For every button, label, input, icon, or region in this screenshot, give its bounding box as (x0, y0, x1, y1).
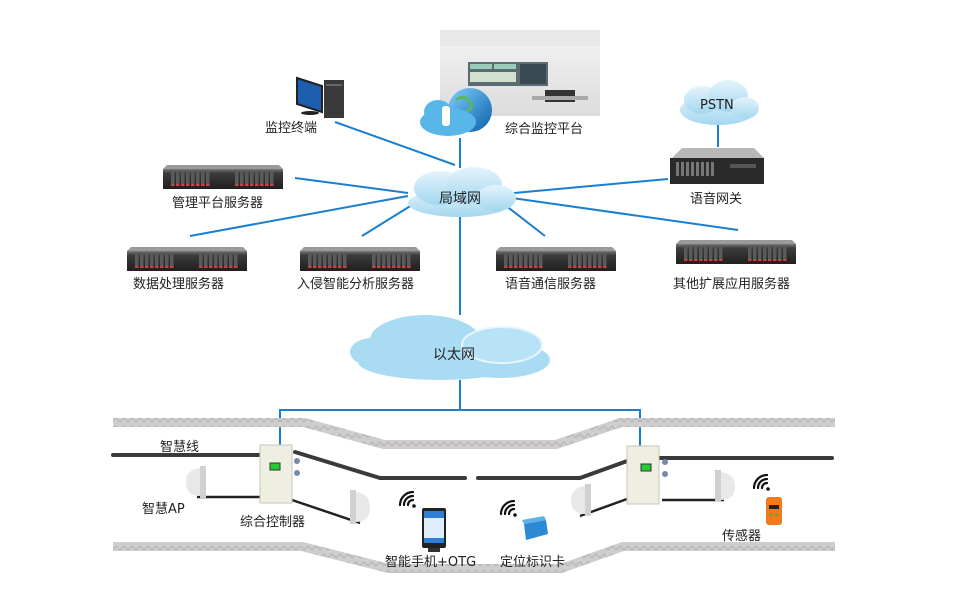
monitor-terminal-icon[interactable] (296, 76, 344, 118)
ap-cables (197, 495, 724, 525)
smartphone-otg-icon[interactable] (422, 508, 446, 552)
tunnel-top-wall (113, 418, 835, 449)
sensor-label: 传感器 (722, 529, 762, 544)
voice-gateway-label: 语音网关 (690, 192, 743, 207)
smart-ap-icon[interactable] (186, 466, 206, 498)
integrated-controller-icon[interactable] (259, 444, 300, 504)
server-icon-data[interactable] (127, 247, 247, 271)
monitor-platform-image[interactable] (440, 30, 600, 116)
pstn-cloud (680, 80, 759, 125)
wifi-signal-icon (752, 473, 770, 491)
cloud-globe-icon (420, 88, 492, 136)
pstn-label: PSTN (700, 98, 734, 113)
link-data-lan (189, 195, 409, 237)
smart-ap-icon[interactable] (350, 490, 370, 524)
location-tag-card-icon[interactable] (522, 516, 548, 540)
server-icon-voice[interactable] (496, 247, 616, 271)
network-links (189, 121, 739, 455)
tunnel-bottom-wall (113, 542, 835, 573)
server-icon-other[interactable] (676, 240, 796, 264)
smart-line-label: 智慧线 (160, 440, 200, 455)
smart-ap-icon[interactable] (715, 470, 735, 502)
ethernet-cloud (350, 315, 550, 380)
link-terminal-lan (334, 121, 456, 166)
lan-cloud-label: 局域网 (439, 191, 481, 207)
lan-cloud (408, 167, 516, 217)
server-label-voice: 语音通信服务器 (505, 277, 597, 292)
ethernet-cloud-label: 以太网 (433, 347, 475, 363)
link-intrusion-lan (361, 204, 413, 237)
integrated-controller-icon[interactable] (626, 445, 668, 505)
wifi-signal-icon (398, 490, 416, 508)
link-mgmt-lan (294, 177, 409, 194)
server-icon-mgmt[interactable] (163, 165, 283, 189)
gas-sensor-icon[interactable] (766, 497, 782, 525)
voice-gateway-icon[interactable] (670, 148, 764, 184)
server-label-intrusion: 入侵智能分析服务器 (297, 277, 415, 292)
wifi-signal-icon (499, 499, 517, 517)
tag-card-label: 定位标识卡 (500, 555, 566, 570)
smart-ap-label: 智慧AP (142, 502, 185, 517)
smart-ap-icon[interactable] (571, 484, 591, 516)
link-gateway-lan (513, 178, 669, 194)
monitor-terminal-label: 监控终端 (265, 121, 318, 136)
tunnel-walls (113, 418, 835, 573)
server-label-other: 其他扩展应用服务器 (673, 277, 791, 292)
smart-line-cable (111, 450, 834, 480)
server-label-data: 数据处理服务器 (133, 277, 225, 292)
link-voice-lan (504, 204, 546, 237)
server-icon-intrusion[interactable] (300, 247, 420, 271)
controller-label: 综合控制器 (240, 515, 306, 530)
link-other-lan (511, 197, 739, 231)
server-label-mgmt: 管理平台服务器 (172, 196, 264, 211)
monitor-platform-label: 综合监控平台 (505, 122, 584, 137)
phone-otg-label: 智能手机+OTG (385, 555, 477, 570)
